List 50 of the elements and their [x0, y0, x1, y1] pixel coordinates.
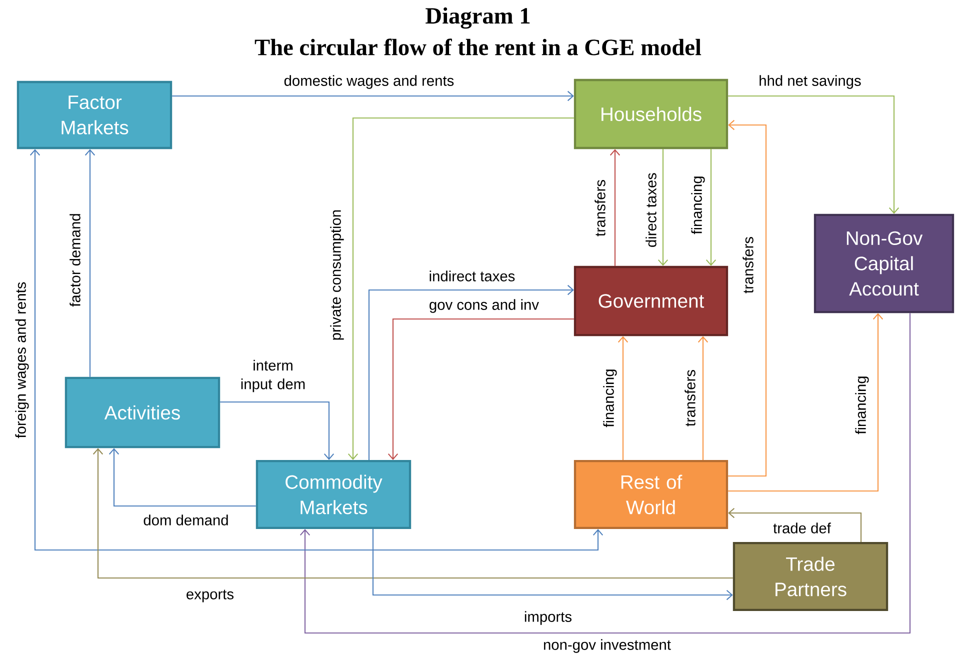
- edge-label: trade def: [772, 521, 832, 535]
- arrow: [698, 336, 708, 460]
- arrow: [728, 95, 900, 214]
- edge-label: domestic wages and rents: [282, 74, 456, 90]
- edge-label: transfers: [741, 235, 755, 295]
- edge-label: financing: [602, 367, 618, 429]
- edge-label: gov cons and inv: [428, 298, 540, 314]
- edge-label: non-gov investment: [542, 638, 672, 654]
- edge-label: foreign wages and rents: [14, 280, 30, 440]
- edge-label: imports: [522, 610, 574, 626]
- edge-label: financing: [690, 174, 706, 236]
- arrow: [388, 318, 574, 460]
- arrow: [300, 313, 911, 634]
- arrow: [30, 149, 604, 551]
- arrow: [728, 508, 862, 542]
- edge-label: exports: [184, 588, 236, 604]
- edge-label: financing: [854, 374, 870, 436]
- flow-box: Factor Markets: [16, 80, 172, 150]
- arrow: [728, 313, 884, 492]
- arrow: [348, 117, 574, 460]
- arrow: [372, 529, 733, 600]
- edge-label: factor demand: [68, 212, 82, 308]
- flow-box: Households: [574, 78, 728, 150]
- flow-box: Non-Gov Capital Account: [814, 214, 954, 314]
- edge-label: dom demand: [142, 513, 230, 527]
- edge-label: hhd net savings: [757, 74, 863, 90]
- edge-label: indirect taxes: [427, 269, 517, 283]
- edge-label: private consumption: [328, 208, 346, 342]
- edge-label: transfers: [683, 368, 697, 428]
- arrow: [368, 284, 574, 460]
- subtitle: The circular flow of the rent in a CGE model: [254, 38, 702, 56]
- flow-box: Rest of World: [574, 460, 728, 530]
- arrow: [172, 90, 574, 102]
- arrow: [108, 448, 256, 507]
- arrow: [220, 401, 334, 460]
- flow-box: Government: [574, 266, 728, 336]
- arrow: [728, 120, 767, 477]
- arrow: [84, 149, 96, 377]
- arrow: [658, 149, 668, 266]
- edge-label: transfers: [593, 178, 607, 238]
- title: Diagram 1: [426, 7, 530, 29]
- edge-label: interm input dem: [235, 358, 311, 394]
- arrow: [92, 448, 733, 579]
- arrow: [706, 149, 716, 266]
- edge-label: direct taxes: [644, 171, 658, 249]
- flow-box: Activities: [64, 376, 220, 448]
- flow-box: Commodity Markets: [256, 460, 412, 530]
- arrow: [618, 336, 628, 460]
- arrow: [610, 149, 620, 266]
- flow-box: Trade Partners: [732, 542, 888, 612]
